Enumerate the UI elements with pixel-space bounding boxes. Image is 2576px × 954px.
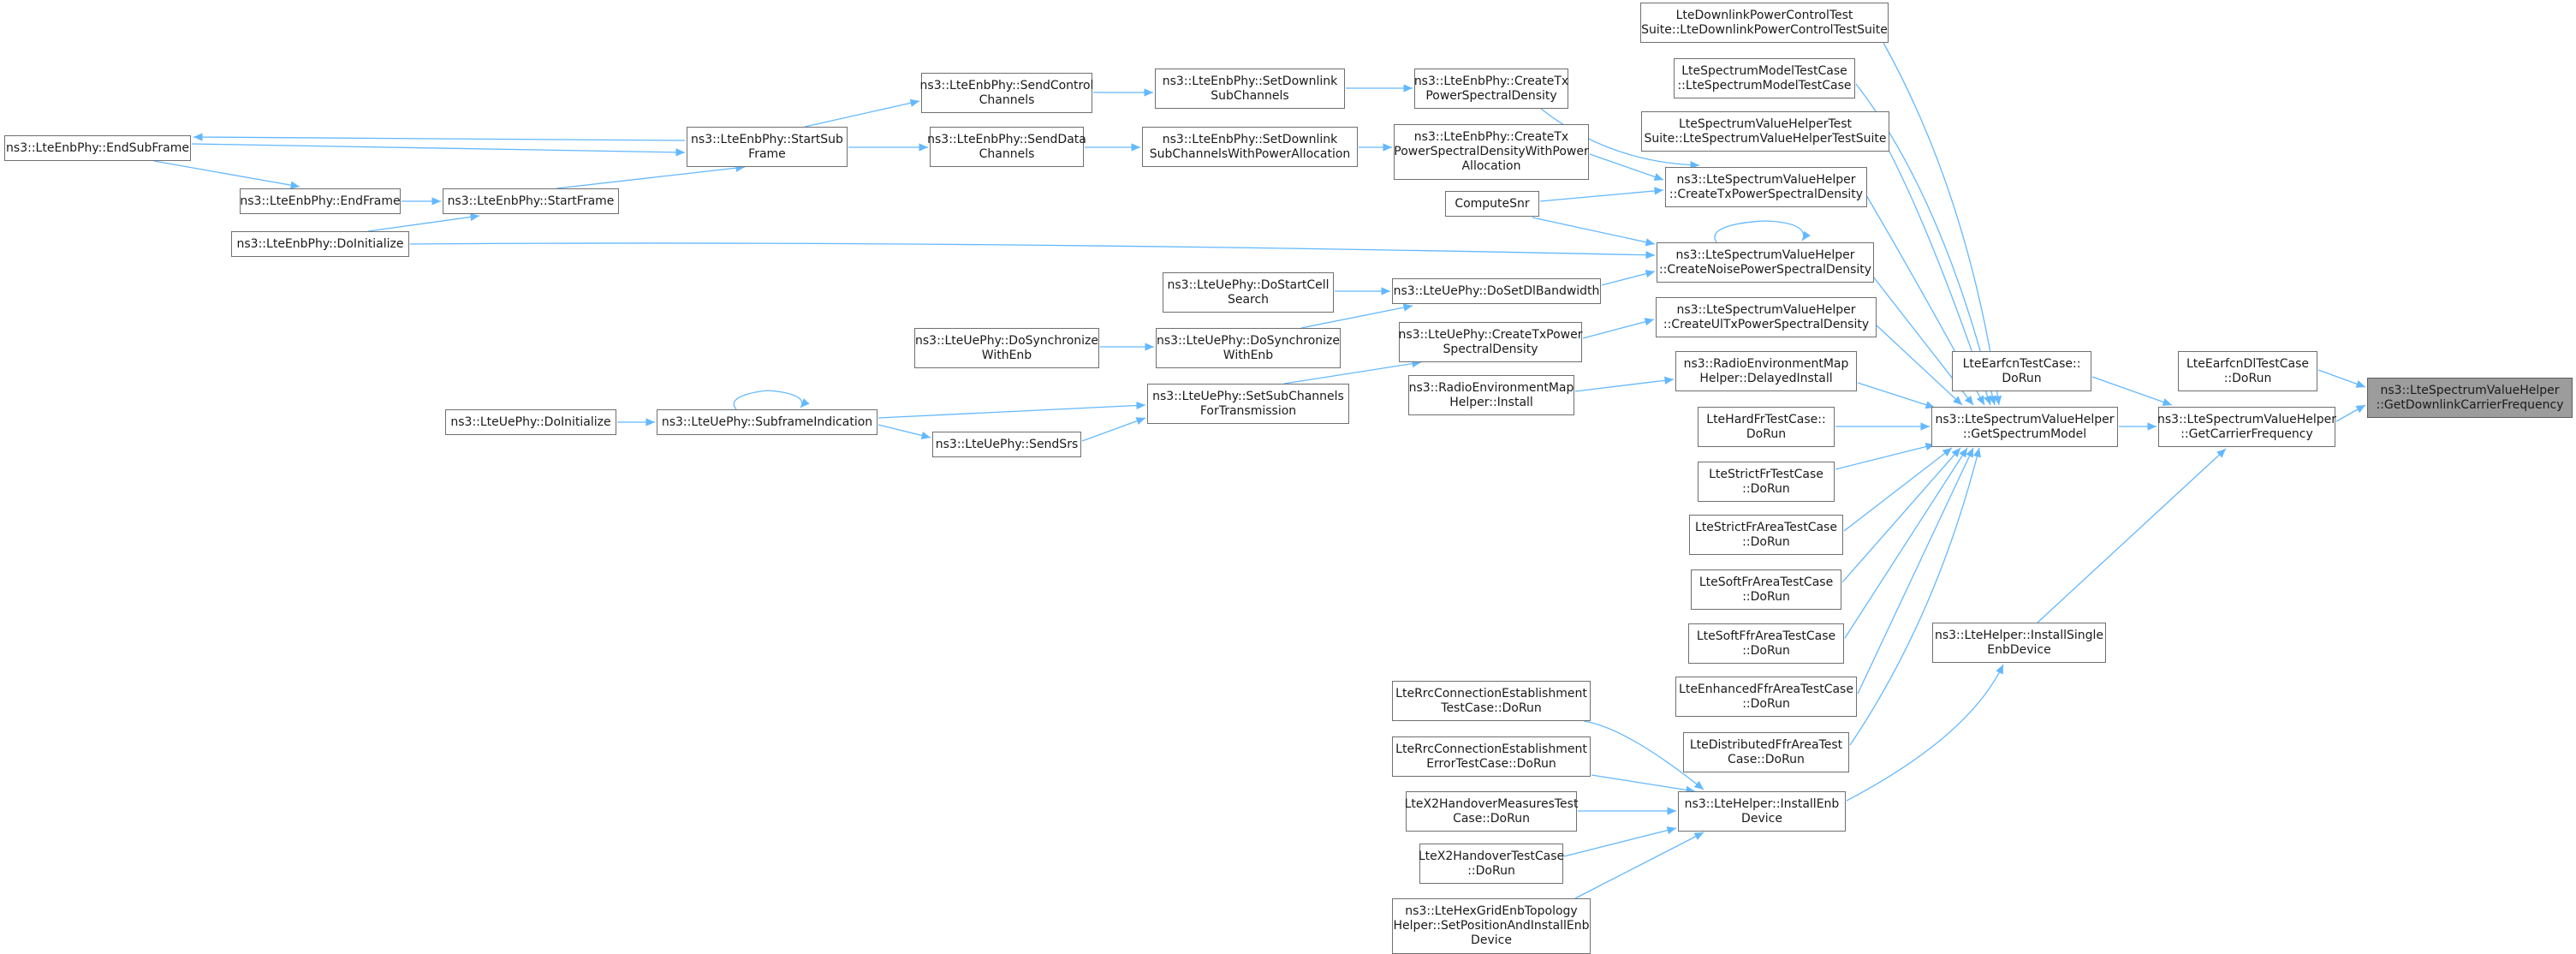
node-softfrarea[interactable]: LteSoftFrAreaTestCase ::DoRun <box>1691 569 1841 610</box>
node-dosetdl[interactable]: ns3::LteUePhy::DoSetDlBandwidth <box>1392 278 1601 304</box>
edge-sendsrs-to-setsubch <box>1081 417 1146 442</box>
node-dlpc[interactable]: LteDownlinkPowerControlTest Suite::LteDo… <box>1640 3 1889 43</box>
edge-endsubframe-to-endframe <box>153 160 300 189</box>
node-remhinstall[interactable]: ns3::RadioEnvironmentMap Helper::Install <box>1408 375 1574 415</box>
node-getcarrier[interactable]: ns3::LteSpectrumValueHelper ::GetCarrier… <box>2157 407 2336 447</box>
node-x2meas[interactable]: LteX2HandoverMeasuresTest Case::DoRun <box>1405 791 1578 832</box>
node-getspectrum[interactable]: ns3::LteSpectrumValueHelper ::GetSpectru… <box>1931 407 2118 447</box>
node-sendctrl[interactable]: ns3::LteEnbPhy::SendControl Channels <box>920 73 1093 113</box>
node-svhts[interactable]: LteSpectrumValueHelperTest Suite::LteSpe… <box>1641 111 1889 152</box>
node-dosyncwithenb2[interactable]: ns3::LteUePhy::DoSynchronize WithEnb <box>914 328 1099 368</box>
node-enbtxpsd[interactable]: ns3::LteEnbPhy::CreateTx PowerSpectralDe… <box>1414 69 1568 109</box>
node-enbtxpsdwpa[interactable]: ns3::LteEnbPhy::CreateTx PowerSpectralDe… <box>1394 124 1589 180</box>
node-rrc2[interactable]: LteRrcConnectionEstablishment ErrorTestC… <box>1392 736 1591 777</box>
edge-earfcndl-to-getdl <box>2317 369 2366 388</box>
edge-strictfr-to-getspectrum <box>1835 443 1936 470</box>
edge-startframe-to-startsub <box>556 164 746 189</box>
edge-earfcn-to-getcarrier <box>2091 376 2173 406</box>
edge-rrc1-to-installenb <box>1583 720 1704 790</box>
edge-subframeind-to-setsubch <box>878 401 1146 419</box>
edge-strictfrarea-to-getspectrum <box>1843 447 1953 532</box>
node-setdlsubwpa[interactable]: ns3::LteEnbPhy::SetDownlink SubChannelsW… <box>1142 127 1358 167</box>
edge-distffr-to-getspectrum <box>1849 447 1981 746</box>
node-dosyncwithenb[interactable]: ns3::LteUePhy::DoSynchronize WithEnb <box>1156 328 1341 368</box>
node-getdl: ns3::LteSpectrumValueHelper ::GetDownlin… <box>2367 378 2573 418</box>
edge-subframeind-to-sendsrs <box>878 424 931 440</box>
edge-enbtxpsd-to-createtxpsd <box>1540 108 1700 170</box>
edge-getcarrier-to-getdl <box>2335 404 2366 422</box>
node-doinit[interactable]: ns3::LteEnbPhy::DoInitialize <box>231 231 409 257</box>
node-createnoise[interactable]: ns3::LteSpectrumValueHelper ::CreateNois… <box>1657 242 1874 283</box>
node-hexgrid[interactable]: ns3::LteHexGridEnbTopology Helper::SetPo… <box>1392 898 1591 954</box>
node-earfcndl[interactable]: LteEarfcnDlTestCase ::DoRun <box>2178 351 2317 391</box>
edge-dosyncwithenb-to-dosetdl <box>1300 303 1413 329</box>
edge-createul-to-getspectrum <box>1876 325 1963 406</box>
edge-computesnr-to-createtxpsd <box>1539 187 1664 202</box>
edge-createnoise-to-createnoise <box>1714 220 1811 243</box>
node-distffr[interactable]: LteDistributedFfrAreaTest Case::DoRun <box>1683 732 1849 772</box>
node-smtc[interactable]: LteSpectrumModelTestCase ::LteSpectrumMo… <box>1674 58 1855 98</box>
node-strictfrarea[interactable]: LteStrictFrAreaTestCase ::DoRun <box>1689 515 1843 555</box>
edge-startsub-to-endsubframe <box>193 133 686 141</box>
node-uedoinit[interactable]: ns3::LteUePhy::DoInitialize <box>445 409 616 435</box>
node-endframe[interactable]: ns3::LteEnbPhy::EndFrame <box>240 188 401 214</box>
edge-enhancedffr-to-getspectrum <box>1857 447 1974 695</box>
edge-softffrarea-to-getspectrum <box>1844 447 1968 639</box>
edge-installenb-to-installsingle <box>1846 664 2004 802</box>
edge-subframeind-to-subframeind <box>733 390 810 410</box>
node-endsubframe[interactable]: ns3::LteEnbPhy::EndSubFrame <box>4 135 191 161</box>
edge-remhinstall-to-delayed <box>1574 376 1675 392</box>
node-subframeind[interactable]: ns3::LteUePhy::SubframeIndication <box>657 409 878 435</box>
node-startsub[interactable]: ns3::LteEnbPhy::StartSub Frame <box>687 127 848 167</box>
node-computesnr[interactable]: ComputeSnr <box>1445 191 1539 217</box>
edge-hexgrid-to-installenb <box>1574 832 1704 899</box>
node-earfcn[interactable]: LteEarfcnTestCase:: DoRun <box>1952 351 2091 391</box>
node-dostartcell[interactable]: ns3::LteUePhy::DoStartCell Search <box>1163 272 1334 313</box>
edge-startsub-to-sendctrl <box>804 98 920 128</box>
node-rrc1[interactable]: LteRrcConnectionEstablishment TestCase::… <box>1392 681 1591 721</box>
node-senddata[interactable]: ns3::LteEnbPhy::SendData Channels <box>927 127 1086 167</box>
edge-doinit-to-startframe <box>367 212 480 232</box>
node-uecreatetx[interactable]: ns3::LteUePhy::CreateTxPower SpectralDen… <box>1399 322 1583 362</box>
node-setsubch[interactable]: ns3::LteUePhy::SetSubChannels ForTransmi… <box>1147 384 1349 424</box>
node-installenb[interactable]: ns3::LteHelper::InstallEnb Device <box>1678 791 1846 832</box>
edge-rrc2-to-installenb <box>1591 774 1696 794</box>
node-startframe[interactable]: ns3::LteEnbPhy::StartFrame <box>443 188 619 214</box>
edge-installsingle-to-getcarrier <box>2037 448 2227 623</box>
edge-softfrarea-to-getspectrum <box>1841 447 1961 583</box>
node-createul[interactable]: ns3::LteSpectrumValueHelper ::CreateUlTx… <box>1656 297 1877 337</box>
edge-delayed-to-getspectrum <box>1857 382 1936 409</box>
edge-enbtxpsdwpa-to-createtxpsd <box>1589 153 1664 181</box>
edge-uecreatetx-to-createul <box>1582 318 1655 339</box>
node-delayed[interactable]: ns3::RadioEnvironmentMap Helper::Delayed… <box>1675 351 1857 391</box>
node-sendsrs[interactable]: ns3::LteUePhy::SendSrs <box>932 432 1081 457</box>
edge-dosetdl-to-createnoise <box>1601 270 1656 286</box>
node-strictfr[interactable]: LteStrictFrTestCase ::DoRun <box>1698 462 1835 502</box>
node-enhancedffr[interactable]: LteEnhancedFfrAreaTestCase ::DoRun <box>1675 677 1857 717</box>
edge-computesnr-to-createnoise <box>1532 217 1656 247</box>
edge-endsubframe-to-startsub <box>191 143 686 157</box>
edge-x2ho-to-installenb <box>1563 826 1677 857</box>
edge-dlpc-to-getspectrum <box>1883 42 2002 406</box>
node-createtxpsd[interactable]: ns3::LteSpectrumValueHelper ::CreateTxPo… <box>1665 167 1867 207</box>
edge-doinit-to-createnoise <box>409 242 1656 259</box>
node-softffrarea[interactable]: LteSoftFfrAreaTestCase ::DoRun <box>1688 623 1844 664</box>
node-x2ho[interactable]: LteX2HandoverTestCase ::DoRun <box>1419 844 1564 884</box>
edge-setsubch-to-uecreatetx <box>1283 360 1422 385</box>
node-setdlsub[interactable]: ns3::LteEnbPhy::SetDownlink SubChannels <box>1155 69 1345 109</box>
node-hardfr[interactable]: LteHardFrTestCase:: DoRun <box>1698 407 1835 447</box>
node-installsingle[interactable]: ns3::LteHelper::InstallSingle EnbDevice <box>1932 623 2106 663</box>
